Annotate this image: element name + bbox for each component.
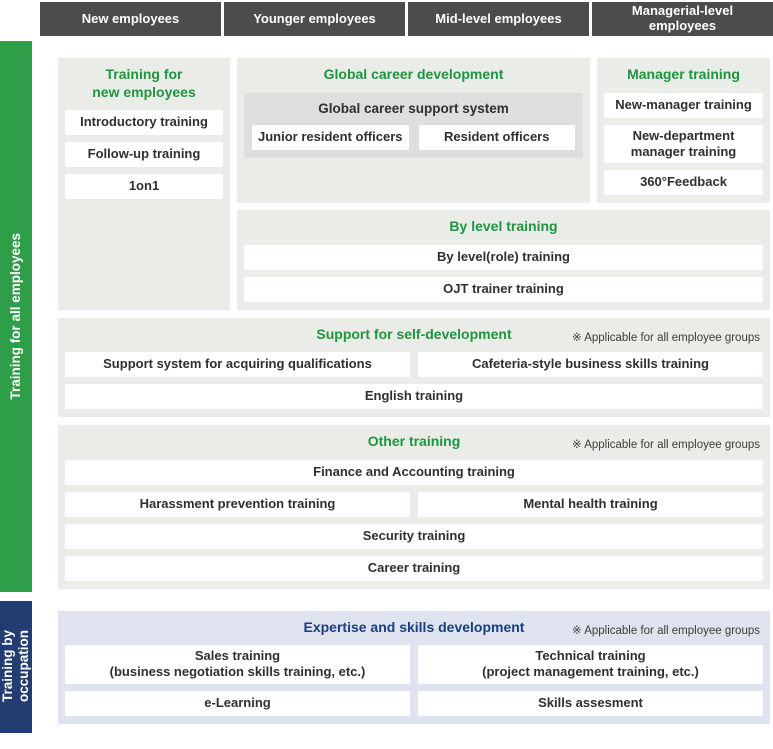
other-training-items: Finance and Accounting training Harassme… [65, 459, 763, 581]
training-item: Cafeteria-style business skills training [418, 352, 763, 377]
by-level-training-section: By level training By level(role) trainin… [237, 210, 770, 310]
training-item: Sales training (business negotiation ski… [65, 645, 410, 684]
global-career-support-system: Global career support system Junior resi… [244, 92, 583, 158]
training-item: New-manager training [604, 92, 763, 118]
top-grid: Training for new employees Introductory … [58, 58, 770, 310]
training-item: 360°Feedback [604, 170, 763, 195]
training-item: New-department manager training [604, 124, 763, 163]
new-employee-training-title: Training for new employees [92, 66, 196, 100]
global-career-support-items: Junior resident officers Resident office… [252, 124, 575, 150]
self-development-items: Support system for acquiring qualificati… [65, 352, 763, 409]
other-training-title: Other training [367, 433, 461, 449]
header-new-employees: New employees [40, 2, 221, 36]
training-item: Career training [65, 555, 763, 581]
self-development-title: Support for self-development [316, 325, 512, 342]
other-training-section: Other training ※ Applicable for all empl… [58, 425, 770, 589]
training-item: Finance and Accounting training [65, 459, 763, 485]
all-employees-band: Training for all employees Training for … [0, 41, 773, 592]
by-level-training-items: By level(role) training OJT trainer trai… [244, 244, 763, 302]
top-right-column: Global career development Global career … [237, 58, 770, 310]
by-occupation-side-bar: Training by occupation [0, 600, 32, 733]
self-development-note: ※ Applicable for all employee groups [572, 331, 760, 344]
manager-training-items: New-manager training New-department mana… [604, 92, 763, 195]
self-development-title-row: Support for self-development ※ Applicabl… [65, 326, 763, 344]
other-training-pair: Harassment prevention training Mental he… [65, 491, 763, 517]
training-item: 1on1 [65, 174, 223, 199]
by-level-training-title: By level training [449, 218, 558, 234]
all-employees-content: Training for new employees Introductory … [32, 41, 773, 592]
expertise-pair-2: e-Learning Skills assesment [65, 690, 763, 716]
expertise-title: Expertise and skills development [303, 618, 525, 635]
training-item: English training [65, 384, 763, 409]
training-item: OJT trainer training [244, 276, 763, 302]
expertise-items: Sales training (business negotiation ski… [65, 645, 763, 716]
self-development-section: Support for self-development ※ Applicabl… [58, 317, 770, 417]
new-employee-training-items: Introductory training Follow-up training… [65, 110, 223, 199]
training-item: Mental health training [418, 491, 763, 517]
by-occupation-content: Expertise and skills development ※ Appli… [32, 601, 773, 733]
training-item: Resident officers [418, 124, 575, 150]
global-and-manager-row: Global career development Global career … [237, 58, 770, 203]
self-development-pair: Support system for acquiring qualificati… [65, 352, 763, 377]
global-career-title: Global career development [323, 66, 504, 82]
by-occupation-band-label: Training by occupation [0, 630, 31, 703]
expertise-pair-1: Sales training (business negotiation ski… [65, 645, 763, 684]
training-item: Security training [65, 523, 763, 549]
training-item: e-Learning [65, 690, 410, 716]
expertise-note: ※ Applicable for all employee groups [572, 624, 760, 637]
training-item: Harassment prevention training [65, 491, 410, 517]
expertise-section: Expertise and skills development ※ Appli… [58, 610, 770, 724]
global-career-section: Global career development Global career … [237, 58, 590, 203]
training-item: Skills assesment [418, 690, 763, 716]
manager-training-section: Manager training New-manager training Ne… [597, 58, 770, 203]
global-career-support-title: Global career support system [318, 100, 509, 116]
training-item: Introductory training [65, 110, 223, 135]
other-training-note: ※ Applicable for all employee groups [572, 439, 760, 451]
all-employees-band-label: Training for all employees [7, 232, 23, 400]
header-younger-employees: Younger employees [224, 2, 405, 36]
header-mid-level-employees: Mid-level employees [408, 2, 589, 36]
training-item: By level(role) training [244, 244, 763, 270]
manager-training-title: Manager training [627, 66, 740, 82]
employee-group-header: New employees Younger employees Mid-leve… [40, 2, 773, 36]
other-training-title-row: Other training ※ Applicable for all empl… [65, 433, 763, 451]
training-item: Support system for acquiring qualificati… [65, 352, 410, 377]
header-managerial-level-employees: Managerial-level employees [592, 2, 773, 36]
training-item: Junior resident officers [252, 124, 409, 150]
new-employee-training-section: Training for new employees Introductory … [58, 58, 230, 310]
all-employees-side-bar: Training for all employees [0, 41, 32, 592]
training-item: Technical training (project management t… [418, 645, 763, 684]
by-occupation-band: Training by occupation Expertise and ski… [0, 600, 773, 733]
expertise-title-row: Expertise and skills development ※ Appli… [65, 619, 763, 637]
training-item: Follow-up training [65, 142, 223, 167]
